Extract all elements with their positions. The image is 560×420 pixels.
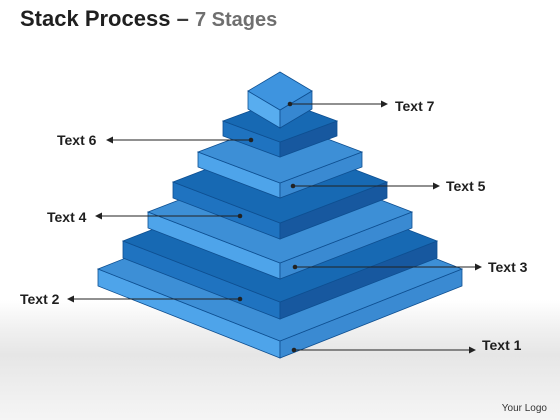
stage-5-anchor-dot [290,183,296,189]
connectors-group: Text 1 Text 2 Text 3 Text 4 Text 5 Text 6 Text… [20,98,528,354]
title-subtitle: 7 Stages [194,9,278,31]
logo-text: Your Logo [501,403,547,414]
stage-6-callout: Text 6 [57,132,254,148]
stage-2-anchor-dot [237,296,243,302]
stage-5-arrowhead [433,182,440,190]
stage-1-callout: Text 1 [291,337,522,354]
stage-4-anchor-dot [237,213,243,219]
stage-7-label: Text 7 [395,98,435,114]
stage-2-callout: Text 2 [20,291,243,307]
stage-6-label: Text 6 [57,132,97,148]
page-title: Stack Process – 7 Stages [20,4,277,35]
title-separator: – [176,6,189,31]
stage-1-arrowhead [469,346,476,354]
stage-4-arrowhead [95,212,102,220]
title-main: Stack Process [20,6,171,31]
stage-7-top-face [247,71,313,111]
stage-7-anchor-dot [287,101,293,107]
stage-2-label: Text 2 [20,291,60,307]
stage-6-anchor-dot [248,137,254,143]
stage-2-arrowhead [67,295,74,303]
stage-6-arrowhead [106,136,113,144]
stage-7 [247,71,313,129]
stage-3-anchor-dot [292,264,298,270]
stage-7-callout: Text 7 [287,98,435,114]
stage-5-callout: Text 5 [290,178,486,194]
stage-3-callout: Text 3 [292,259,528,275]
pyramid-group [96,71,464,359]
stage-3-label: Text 3 [488,259,528,275]
stage-3-arrowhead [475,263,482,271]
stage-4-label: Text 4 [47,209,87,225]
stage-1-label: Text 1 [482,337,522,353]
stage-7-arrowhead [381,100,388,108]
stage-1-anchor-dot [291,347,297,353]
stage-5-label: Text 5 [446,178,486,194]
stage-4-callout: Text 4 [47,209,243,225]
